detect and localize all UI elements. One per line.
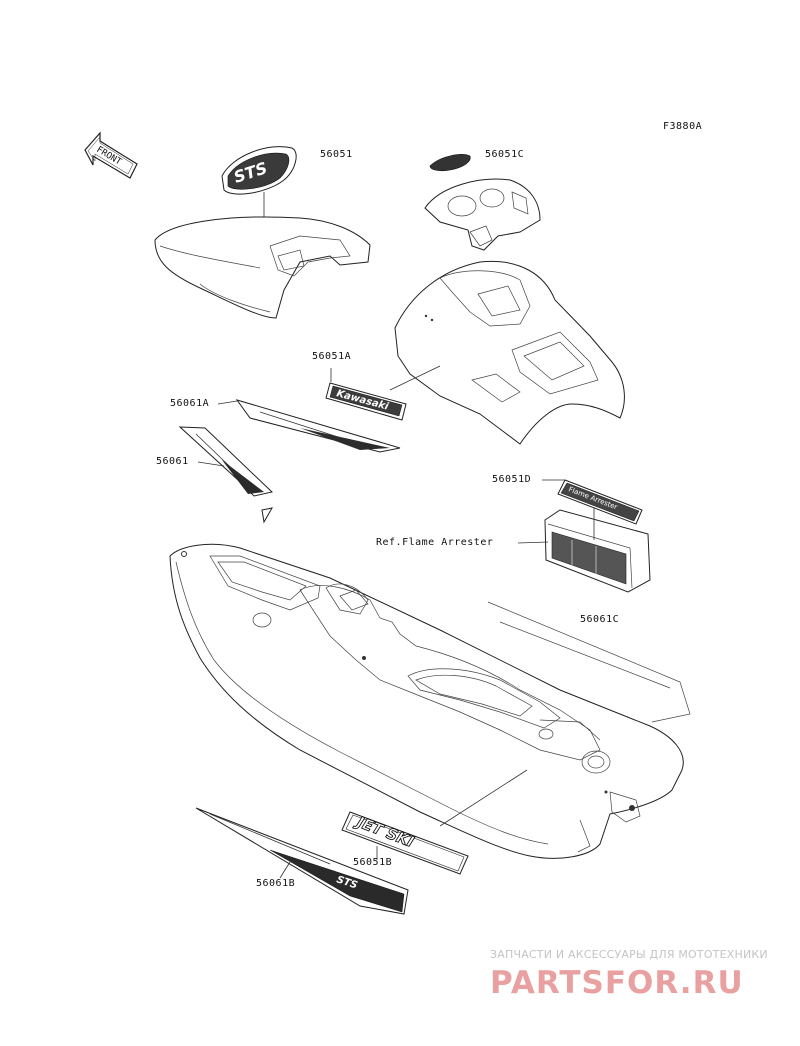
part-label-flame-arrester: Ref.Flame Arrester (376, 537, 494, 548)
part-label-56051: 56051 (320, 149, 353, 160)
part-label-56051c: 56051C (485, 149, 525, 160)
sts-small-emblem-decal (429, 154, 471, 172)
jet-ski-hull (169, 543, 691, 859)
watermark-logo: PARTSFOR.RU (490, 965, 744, 1001)
part-label-56061a: 56061A (170, 398, 210, 409)
part-label-56051a: 56051A (312, 351, 352, 362)
part-label-56051b: 56051B (353, 857, 393, 868)
figure-code: F3880A (663, 121, 703, 132)
part-label-56061b: 56061B (256, 878, 296, 889)
stripe-decal-a (235, 399, 401, 453)
instrument-panel-cover (424, 178, 541, 251)
flame-arrester-box (544, 509, 651, 593)
part-label-56061: 56061 (156, 456, 189, 467)
rear-seat (154, 216, 371, 319)
part-label-56061c: 56061C (580, 614, 620, 625)
watermark-logo-text: PARTSFOR.RU (490, 965, 744, 1001)
hood-deck-cover (394, 260, 625, 445)
stripe-decal-b: STS (195, 807, 409, 915)
sts-emblem-decal: STS (221, 146, 297, 195)
stripe-decal (178, 426, 274, 524)
watermark-tagline: ЗАПЧАСТИ И АКСЕССУАРЫ ДЛЯ МОТОТЕХНИКИ (490, 948, 768, 961)
front-arrow-icon: FRONT (84, 131, 138, 179)
kawasaki-decal: Kawasaki (325, 382, 407, 421)
part-label-56051d: 56051D (492, 474, 532, 485)
